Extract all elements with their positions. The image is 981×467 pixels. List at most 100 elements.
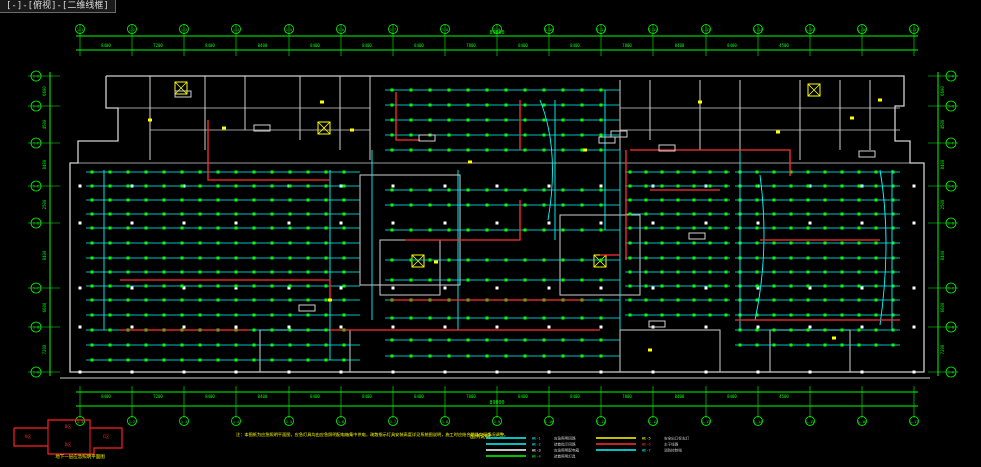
emergency-light-fixture	[523, 148, 527, 152]
emergency-light-fixture	[724, 284, 728, 288]
emergency-light-fixture	[891, 170, 895, 174]
emergency-feeder-line	[207, 120, 330, 181]
top-segment-dimension: 8400	[258, 43, 268, 48]
structural-column	[651, 286, 655, 290]
right-axis-label: 1-D	[948, 222, 954, 226]
emergency-light-fixture	[342, 313, 346, 317]
key-plan-label: D区	[65, 442, 71, 447]
left-axis-bubble	[30, 70, 42, 82]
emergency-light-fixture	[180, 313, 184, 317]
emergency-light-fixture	[288, 284, 292, 288]
emergency-light-fixture	[523, 228, 527, 232]
emergency-light-fixture	[755, 226, 759, 230]
emergency-light-fixture	[724, 298, 728, 302]
top-axis-bubble	[805, 24, 815, 34]
top-axis-label: 1-14	[754, 28, 762, 32]
structural-column	[78, 370, 82, 374]
viewport-title[interactable]: [-]-[俯视]-[二维线框]	[0, 0, 116, 13]
right-axis-label: 1-C	[948, 287, 954, 291]
emergency-light-fixture	[660, 184, 664, 188]
top-segment-dimension: 8400	[205, 43, 215, 48]
emergency-light-fixture	[708, 256, 712, 260]
emergency-light-fixture	[857, 256, 861, 260]
top-segment-dimension: 7800	[466, 43, 476, 48]
emergency-light-fixture	[409, 103, 413, 107]
emergency-light-fixture	[523, 103, 527, 107]
emergency-light-fixture	[676, 298, 680, 302]
top-axis-bubble	[492, 24, 502, 34]
emergency-light-fixture	[252, 212, 256, 216]
emergency-light-fixture	[324, 170, 328, 174]
right-segment-dimension: 4500	[940, 119, 945, 129]
top-axis-bubble	[440, 24, 450, 34]
top-segment-dimension: 8400	[518, 43, 528, 48]
structural-column	[651, 221, 655, 225]
bottom-axis-label: 1-9	[494, 420, 500, 424]
bottom-axis-label: 1-6	[338, 420, 344, 424]
emergency-light-fixture	[724, 313, 728, 317]
bottom-segment-dimension: 8400	[414, 394, 424, 399]
structural-column	[547, 325, 551, 329]
emergency-feeder-line	[120, 279, 331, 300]
emergency-light-fixture	[428, 188, 432, 192]
legend-item-label: WE-4	[532, 455, 541, 459]
distribution-panel	[610, 130, 628, 138]
emergency-light-fixture	[288, 270, 292, 274]
emergency-light-fixture	[523, 338, 527, 342]
structural-column	[339, 221, 343, 225]
emergency-light-fixture	[644, 241, 648, 245]
emergency-light-fixture	[504, 118, 508, 122]
left-axis-label: 1-H	[33, 75, 39, 79]
top-axis-label: 1-17	[910, 28, 918, 32]
top-axis-label: 1-7	[390, 28, 396, 32]
structural-column	[547, 184, 551, 188]
emergency-light-fixture	[580, 148, 584, 152]
emergency-light-fixture	[198, 284, 202, 288]
emergency-light-fixture	[755, 270, 759, 274]
structural-column	[756, 286, 760, 290]
emergency-light-fixture	[504, 88, 508, 92]
emergency-light-fixture	[409, 278, 413, 282]
top-axis-label: 1-15	[806, 28, 814, 32]
emergency-light-fixture	[162, 358, 166, 362]
lighting-branch-curve	[539, 99, 553, 221]
left-axis-bubble	[30, 217, 42, 229]
distribution-panel	[418, 134, 436, 142]
emergency-light-fixture	[840, 184, 844, 188]
emergency-light-fixture	[390, 103, 394, 107]
legend-title: 图例说明：	[470, 433, 495, 440]
left-axis-label: 1-B	[33, 326, 39, 330]
emergency-light-fixture	[789, 343, 793, 347]
emergency-light-fixture	[428, 316, 432, 320]
emergency-light-fixture	[306, 284, 310, 288]
emergency-light-fixture	[270, 184, 274, 188]
emergency-light-fixture	[599, 203, 603, 207]
emergency-light-fixture	[447, 354, 451, 358]
emergency-light-fixture	[447, 118, 451, 122]
emergency-light-fixture	[772, 184, 776, 188]
top-axis-label: 1-6	[338, 28, 344, 32]
emergency-light-fixture	[252, 298, 256, 302]
emergency-light-fixture	[198, 184, 202, 188]
legend-item-desc: 主干线路	[664, 442, 679, 447]
emergency-light-fixture	[542, 148, 546, 152]
emergency-light-fixture	[874, 284, 878, 288]
emergency-light-fixture	[288, 184, 292, 188]
emergency-light-fixture	[180, 226, 184, 230]
bottom-segment-dimension: 8400	[518, 394, 528, 399]
emergency-light-fixture	[840, 284, 844, 288]
top-axis-bubble	[127, 24, 137, 34]
emergency-light-fixture	[252, 170, 256, 174]
emergency-light-fixture	[306, 226, 310, 230]
emergency-light-fixture	[252, 313, 256, 317]
emergency-light-fixture	[108, 328, 112, 332]
emergency-light-fixture	[198, 170, 202, 174]
emergency-light-fixture	[599, 298, 603, 302]
emergency-light-fixture	[324, 270, 328, 274]
emergency-light-fixture	[724, 226, 728, 230]
structural-column	[443, 370, 447, 374]
bottom-segment-dimension: 4500	[779, 394, 789, 399]
key-plan-label: B区	[65, 424, 71, 429]
